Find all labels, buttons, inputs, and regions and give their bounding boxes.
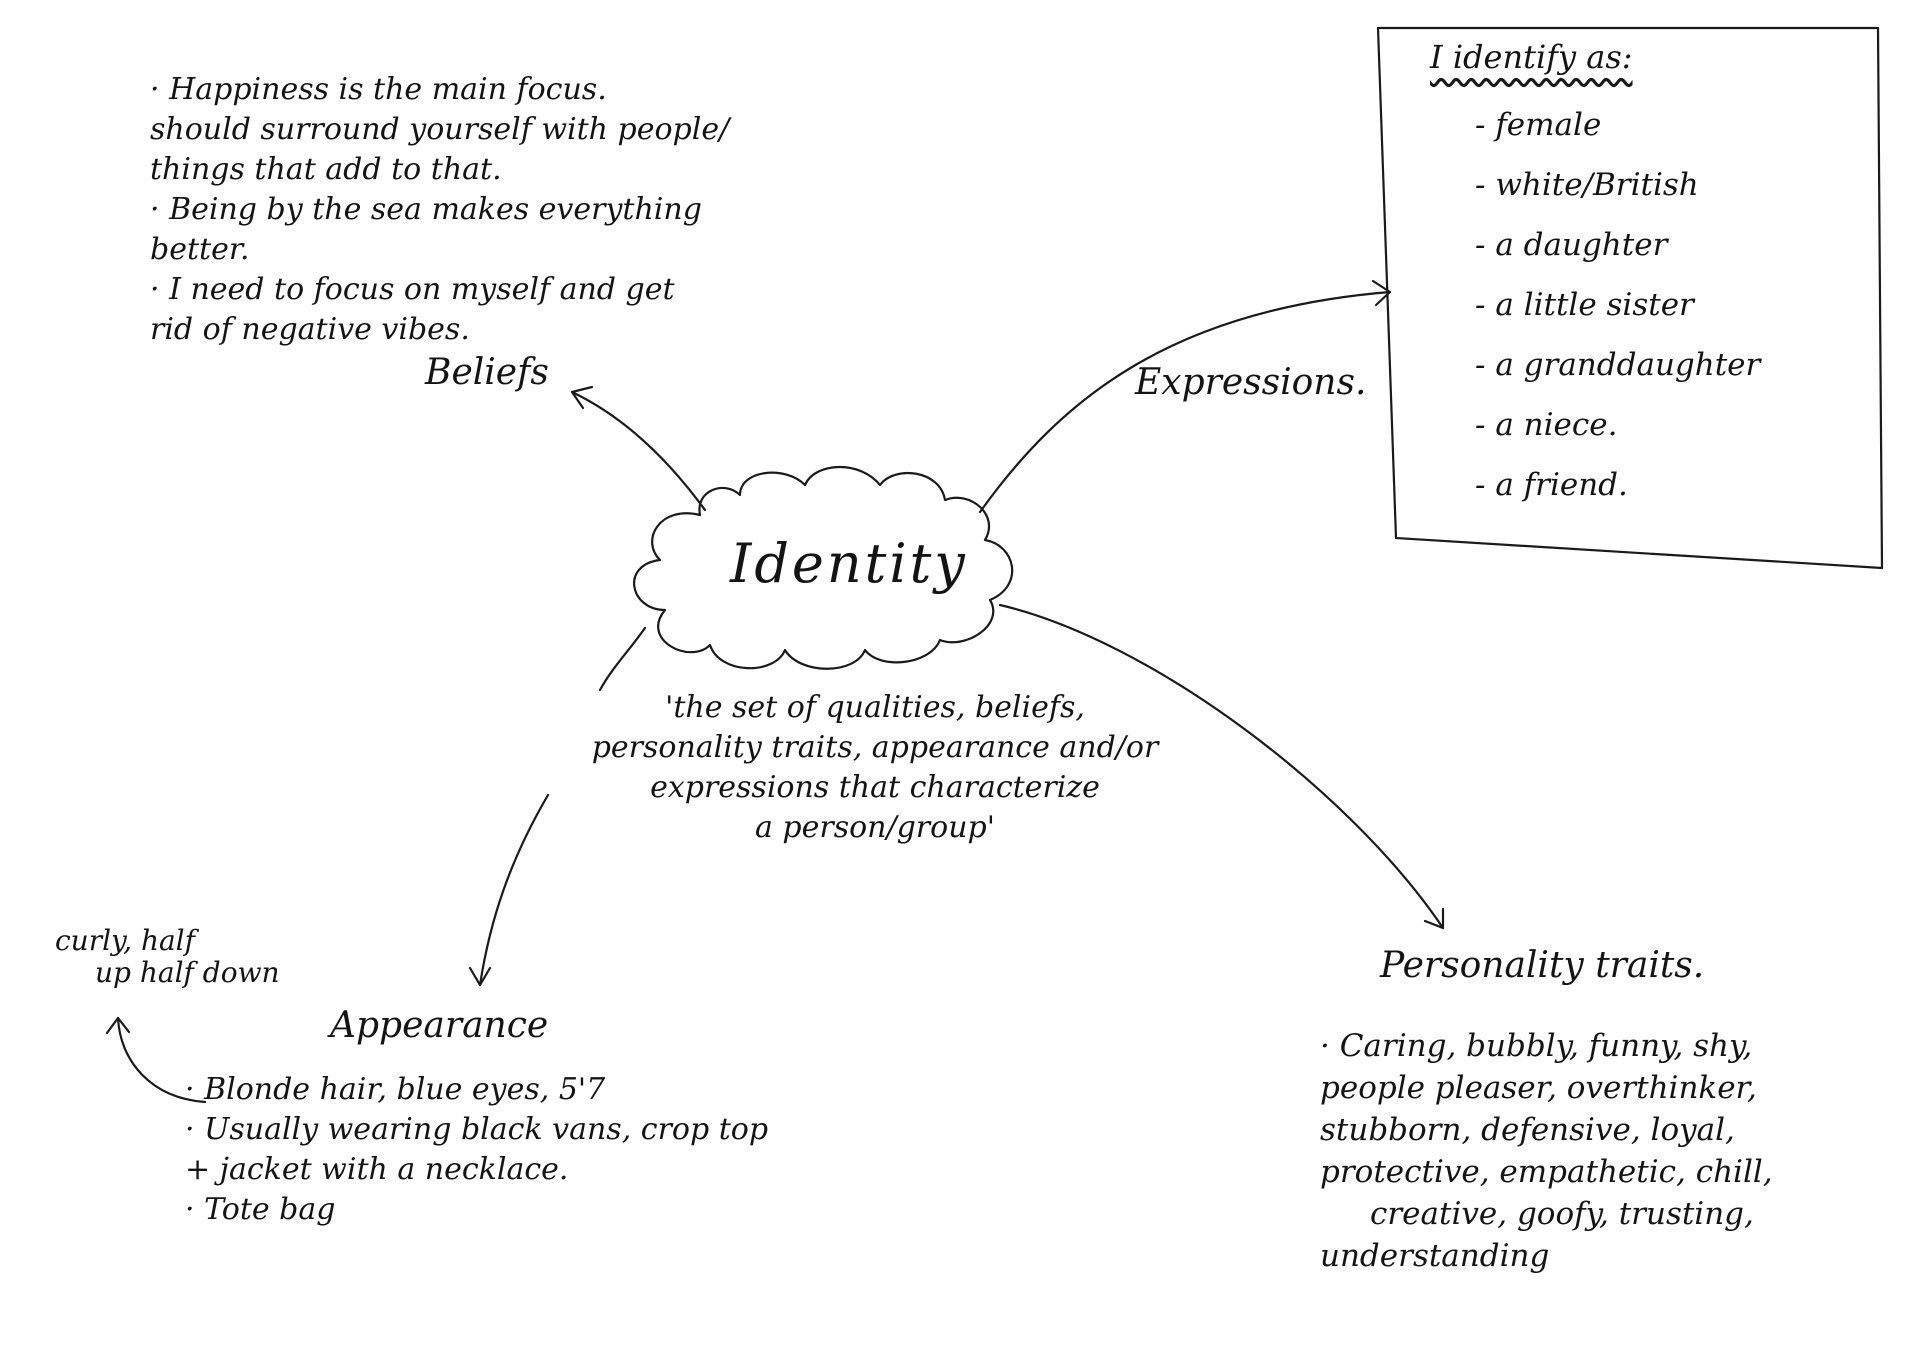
personality-connector	[998, 603, 1445, 930]
definition-line: 'the set of qualities, beliefs,	[665, 690, 1085, 725]
expressions-connector	[978, 290, 1392, 514]
beliefs-connector	[570, 390, 707, 512]
expressions-arrowhead	[1371, 279, 1392, 307]
appearance-note-line: · Blonde hair, blue eyes, 5'7	[185, 1072, 606, 1107]
beliefs-note-line: things that add to that.	[150, 152, 502, 187]
identity-list: - female - white/British - a daughter - …	[1475, 105, 1760, 525]
expressions-label: Expressions.	[1135, 362, 1367, 403]
appearance-connector	[478, 793, 550, 987]
beliefs-note-line: · I need to focus on myself and get	[150, 272, 675, 307]
appearance-notes: · Blonde hair, blue eyes, 5'7 · Usually …	[185, 1070, 768, 1230]
identity-cloud	[633, 465, 1014, 670]
beliefs-note-line: should surround yourself with people/	[150, 112, 730, 147]
appearance-side-note: curly, half up half down	[55, 925, 280, 989]
definition-line: a person/group'	[755, 810, 995, 845]
identity-list-item: - a daughter	[1475, 227, 1668, 263]
personality-label: Personality traits.	[1380, 945, 1705, 986]
appearance-note-line: · Usually wearing black vans, crop top	[185, 1112, 769, 1147]
personality-note-line: · Caring, bubbly, funny, shy,	[1320, 1028, 1753, 1064]
personality-note-line: creative, goofy, trusting,	[1370, 1196, 1754, 1232]
identity-list-item: - female	[1475, 107, 1602, 143]
appearance-label: Appearance	[330, 1005, 549, 1046]
personality-note-line: people pleaser, overthinker,	[1320, 1070, 1757, 1106]
definition-line: expressions that characterize	[650, 770, 1100, 805]
identity-title: Identity	[730, 532, 968, 595]
definition-line: personality traits, appearance and/or	[591, 730, 1159, 765]
identity-list-item: - a niece.	[1475, 407, 1618, 443]
identity-list-item: - white/British	[1475, 167, 1699, 203]
side-note-line: curly, half	[55, 924, 195, 957]
identity-definition: 'the set of qualities, beliefs, personal…	[515, 688, 1235, 848]
beliefs-note-line: rid of negative vibes.	[150, 312, 470, 347]
personality-arrowhead	[1423, 907, 1445, 930]
beliefs-note-line: better.	[150, 232, 250, 267]
side-note-arrowhead	[105, 1016, 131, 1035]
identity-list-item: - a friend.	[1475, 467, 1628, 503]
appearance-note-line: + jacket with a necklace.	[185, 1152, 569, 1187]
beliefs-arrowhead	[570, 385, 594, 410]
beliefs-note-line: · Happiness is the main focus.	[150, 72, 607, 107]
side-note-line: up half down	[95, 956, 280, 989]
identity-list-item: - a granddaughter	[1475, 347, 1761, 383]
personality-note-line: understanding	[1320, 1238, 1550, 1274]
personality-note-line: protective, empathetic, chill,	[1320, 1154, 1773, 1190]
beliefs-notes: · Happiness is the main focus. should su…	[150, 70, 729, 350]
identity-box-title: I identify as:	[1430, 38, 1633, 76]
appearance-note-line: · Tote bag	[185, 1192, 336, 1227]
identity-list-item: - a little sister	[1475, 287, 1694, 323]
appearance-arrowhead	[468, 966, 492, 987]
beliefs-label: Beliefs	[425, 352, 549, 393]
personality-notes: · Caring, bubbly, funny, shy, people ple…	[1320, 1025, 1773, 1277]
identity-box	[1376, 26, 1884, 570]
personality-note-line: stubborn, defensive, loyal,	[1320, 1112, 1735, 1148]
side-note-connector	[116, 1016, 207, 1104]
beliefs-note-line: · Being by the sea makes everything	[150, 192, 702, 227]
definition-connector	[598, 626, 647, 692]
